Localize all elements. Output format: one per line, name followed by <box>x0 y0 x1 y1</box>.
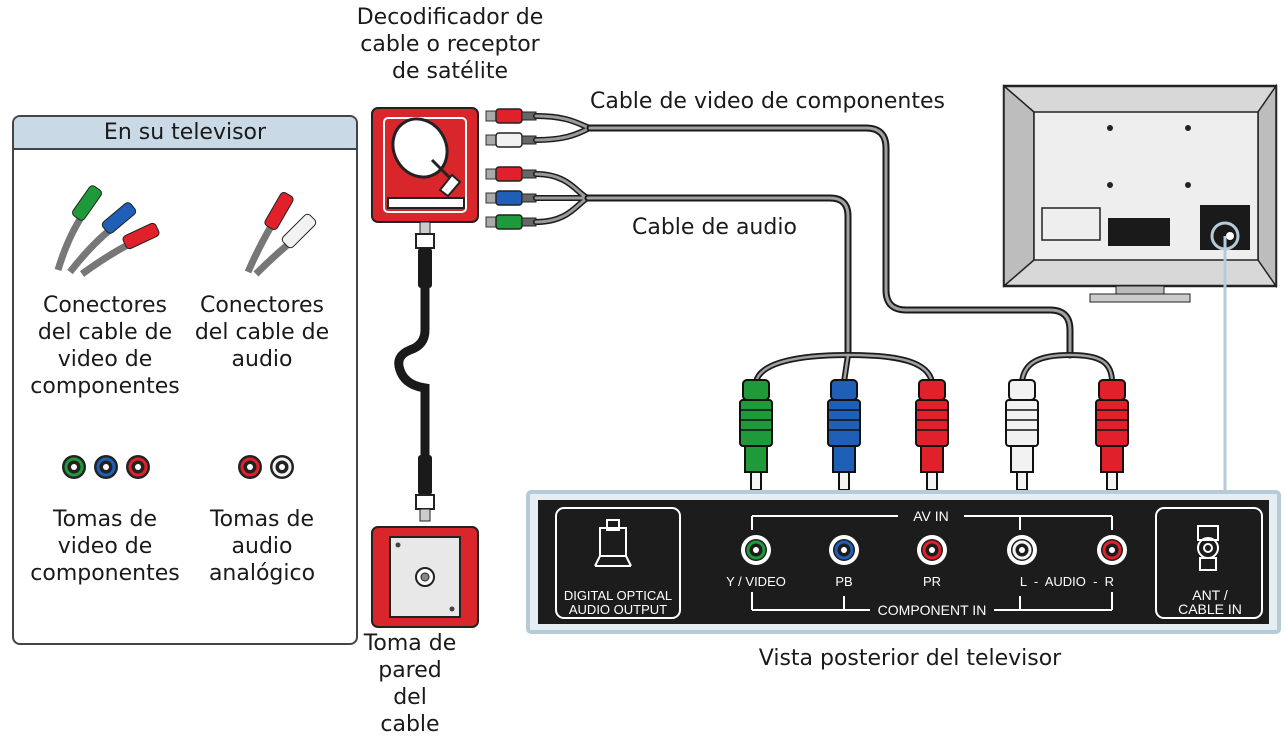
component-connectors-label: Conectores del cable de video de compone… <box>30 293 180 399</box>
audio-connectors-icon <box>244 192 317 277</box>
audio-jacks-icon <box>238 455 294 479</box>
green-plug <box>739 379 773 491</box>
red-plug <box>915 379 949 491</box>
tv-illustration <box>1002 83 1278 492</box>
jack-audio-l <box>1007 535 1037 565</box>
pb-label: PB <box>835 574 852 589</box>
red-audio-plug <box>1095 379 1129 491</box>
av-in-label: AV IN <box>913 508 949 524</box>
audio-lr-label: L - AUDIO - R <box>1020 574 1114 589</box>
audio-cable-label: Cable de audio <box>632 215 797 240</box>
y-video-label: Y / VIDEO <box>726 574 786 589</box>
jack-audio-r <box>1097 535 1127 565</box>
jack-y-video <box>741 535 771 565</box>
tv-rear-panel: DIGITAL OPTICAL AUDIO OUTPUT AV IN COMPO… <box>526 490 1281 634</box>
component-in-label: COMPONENT IN <box>878 602 987 618</box>
optical-port-frame <box>555 507 681 619</box>
ant-label-line2: CABLE IN <box>1178 601 1242 617</box>
connection-diagram: DIGITAL OPTICAL AUDIO OUTPUT AV IN COMPO… <box>54 83 1281 634</box>
jack-pr <box>917 535 947 565</box>
coax-cable <box>394 221 435 522</box>
ant-port-frame <box>1155 507 1263 619</box>
component-jacks-icon <box>62 455 150 479</box>
pr-label: PR <box>923 574 941 589</box>
satellite-dish-icon <box>387 117 465 209</box>
jack-pb <box>829 535 859 565</box>
white-plug <box>1005 379 1039 491</box>
legend-panel: En su televisor <box>12 115 358 645</box>
set-top-box-label: Decodificador de cable o receptor de sat… <box>356 5 544 84</box>
component-jacks-label: Tomas de video de componentes <box>30 507 180 586</box>
tv-rear-view-label: Vista posterior del televisor <box>758 646 1062 671</box>
legend-title: En su televisor <box>14 117 356 150</box>
ant-label-line1: ANT / <box>1192 587 1228 603</box>
optical-label-line1: DIGITAL OPTICAL <box>564 588 672 603</box>
audio-jacks-label: Tomas de audio analógico <box>208 507 316 586</box>
component-video-cable-label: Cable de video de componentes <box>590 89 945 114</box>
optical-label-line2: AUDIO OUTPUT <box>569 602 667 617</box>
set-top-box <box>371 107 479 223</box>
coax-port-icon <box>1197 525 1219 571</box>
audio-connectors-label: Conectores del cable de audio <box>194 293 330 372</box>
component-connectors-icon <box>54 185 160 277</box>
optical-port-icon <box>594 519 632 567</box>
wall-jack <box>371 526 479 628</box>
blue-plug <box>827 379 861 491</box>
